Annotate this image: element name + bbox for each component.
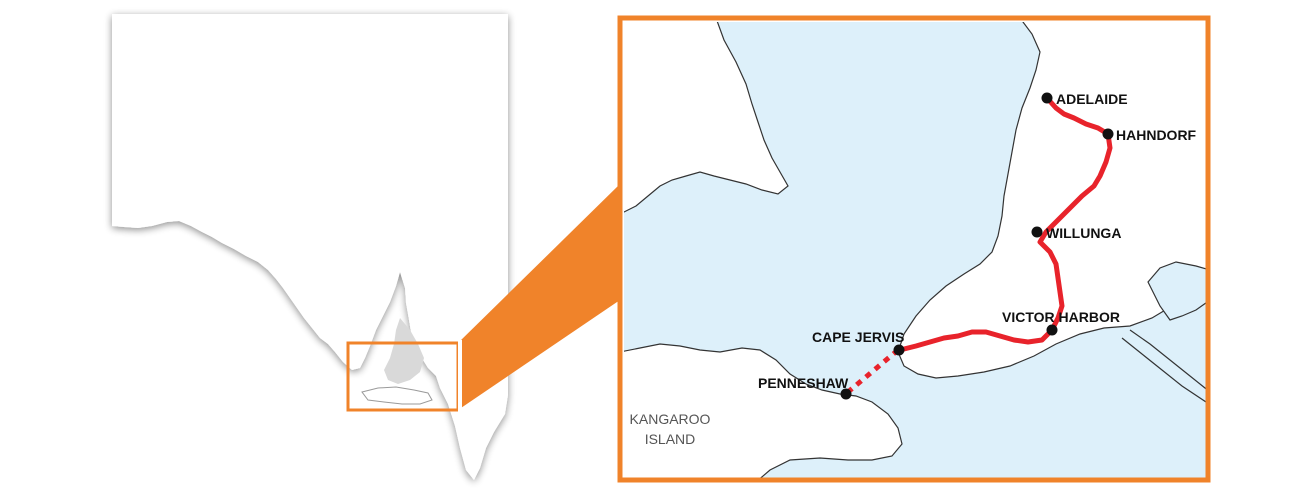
yorke-peninsula [384,318,424,384]
stop-marker-hahndorf [1102,128,1114,140]
kangaroo-island-land [624,343,903,478]
stop-marker-willunga [1031,226,1043,238]
south-australia-landmass [112,14,508,480]
stop-label-penneshaw: PENNESHAW [758,375,849,391]
detail-map: ADELAIDE HAHNDORF WILLUNGA VICTOR HARBOR… [617,15,1211,483]
yorke-peninsula-land [624,22,789,213]
stop-label-adelaide: ADELAIDE [1056,91,1128,107]
kangaroo-island-overview [361,386,433,405]
stop-label-cape-jervis: CAPE JERVIS [812,329,904,345]
detail-map-frame [617,15,1211,483]
island-label-line2: ISLAND [645,431,696,447]
fleurieu-peninsula-land [897,22,1206,379]
stop-marker-penneshaw [840,388,852,400]
zoom-connector [458,184,620,410]
detail-land-group [624,22,1206,478]
overview-map [112,14,508,480]
coorong-channel [1129,329,1206,390]
stop-marker-victor-harbor [1046,324,1058,336]
stop-markers [840,92,1114,400]
stop-marker-adelaide [1041,92,1053,104]
stop-marker-cape-jervis [893,344,905,356]
route-road [897,95,1113,353]
island-label-line1: KANGAROO [630,411,711,427]
stop-label-victor-harbor: VICTOR HARBOR [1002,309,1120,325]
lake-alexandrina [1147,261,1206,321]
stop-label-willunga: WILLUNGA [1046,225,1121,241]
stop-label-hahndorf: HAHNDORF [1116,127,1197,143]
